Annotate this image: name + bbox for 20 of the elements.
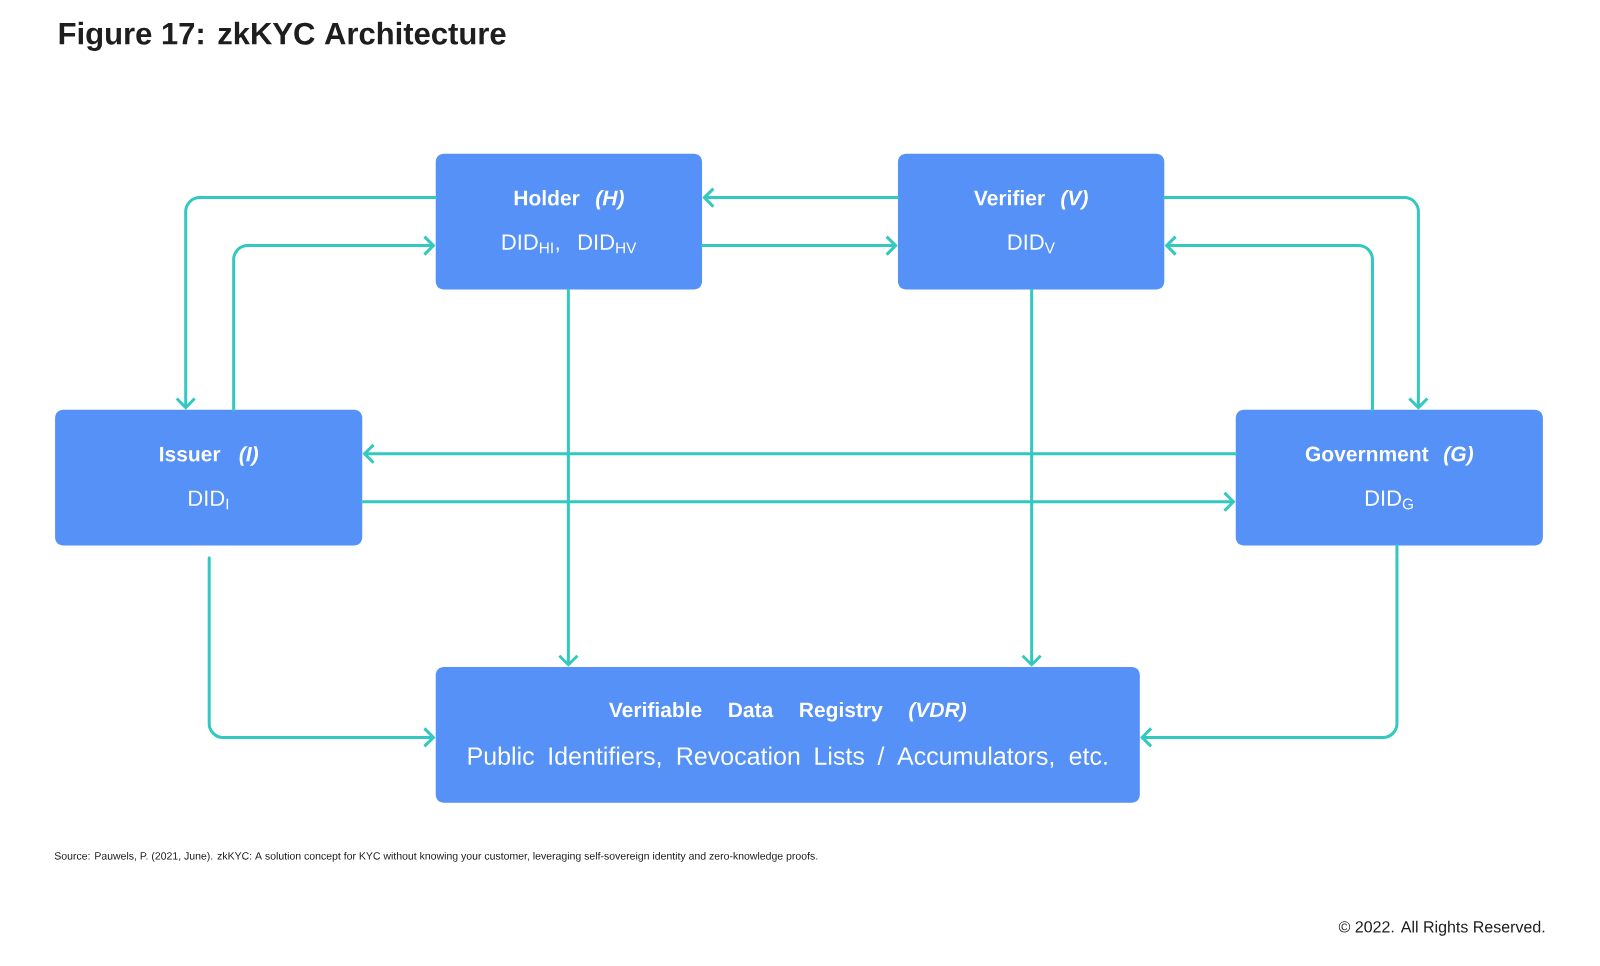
source-note: Source: Pauwels, P. (2021, June). zkKYC: A solution concept for KYC without knowing your customer, leveraging self-sovereign identity and zero-knowledge proofs. [54, 851, 818, 862]
arrow [1140, 544, 1399, 748]
arrow [1021, 288, 1042, 667]
arrow [702, 187, 900, 208]
process-box: Issuer (I) DID$_{I}$ [55, 409, 363, 546]
arrow [360, 491, 1236, 512]
arrow [175, 196, 437, 410]
title: Figure 17: zkKYC Architecture [59, 21, 506, 51]
arrow [232, 235, 436, 412]
copyright-note: © 2022. All Rights Reserved. [1338, 920, 1545, 936]
arrow [1164, 235, 1374, 412]
arrow [700, 235, 898, 256]
arrow [362, 443, 1238, 464]
arrow [207, 556, 436, 748]
process-box: Verifier (V) DID$_{V}$ [897, 153, 1165, 290]
process-box: Verifiable Data Registry (VDR) Public Identifiers, Revocation Lists / Accumulators, etc. [435, 667, 1140, 803]
arrow [1163, 196, 1429, 410]
process-box: Government (G) DID$_{G}$ [1235, 409, 1543, 546]
arrow [558, 288, 579, 667]
process-box: Holder (H) DID$_{HI}$, DID$_{HV}$ [435, 153, 703, 290]
